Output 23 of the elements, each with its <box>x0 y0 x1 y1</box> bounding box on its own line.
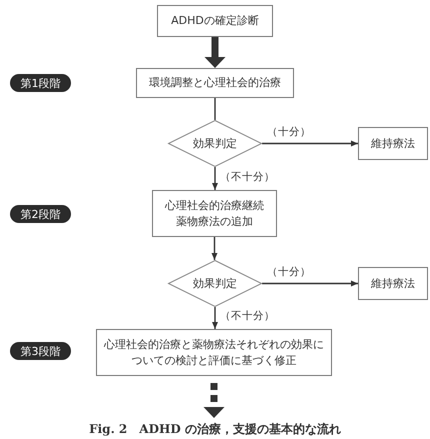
figure-caption: Fig. 2 ADHD の治療，支援の基本的な流れ <box>88 422 342 438</box>
decision-diamond: 効果判定 <box>168 260 262 307</box>
arrow <box>212 237 218 260</box>
process-box: 心理社会的治療継続薬物療法の追加 <box>152 190 277 237</box>
thick-arrow <box>204 37 226 68</box>
stage-pill: 第2段階 <box>10 205 71 223</box>
connector-line <box>214 98 216 120</box>
process-box: 維持療法 <box>358 127 428 160</box>
stage-pill: 第1段階 <box>10 74 71 92</box>
arrow <box>212 167 218 190</box>
process-box: 心理社会的治療と薬物療法それぞれの効果についての検討と評価に基づく修正 <box>96 329 332 376</box>
process-box: 環境調整と心理社会的治療 <box>136 68 294 98</box>
process-box: 維持療法 <box>358 267 428 300</box>
process-box: ADHDの確定診断 <box>157 5 273 37</box>
decision-diamond: 効果判定 <box>168 120 262 167</box>
edge-label: （不十分） <box>220 170 275 184</box>
arrow <box>262 140 358 146</box>
arrow <box>262 280 358 286</box>
arrow <box>212 307 218 329</box>
stage-pill: 第3段階 <box>10 342 71 360</box>
edge-label: （十分） <box>267 266 311 278</box>
edge-label: （不十分） <box>220 310 275 323</box>
edge-label: （十分） <box>267 126 311 138</box>
